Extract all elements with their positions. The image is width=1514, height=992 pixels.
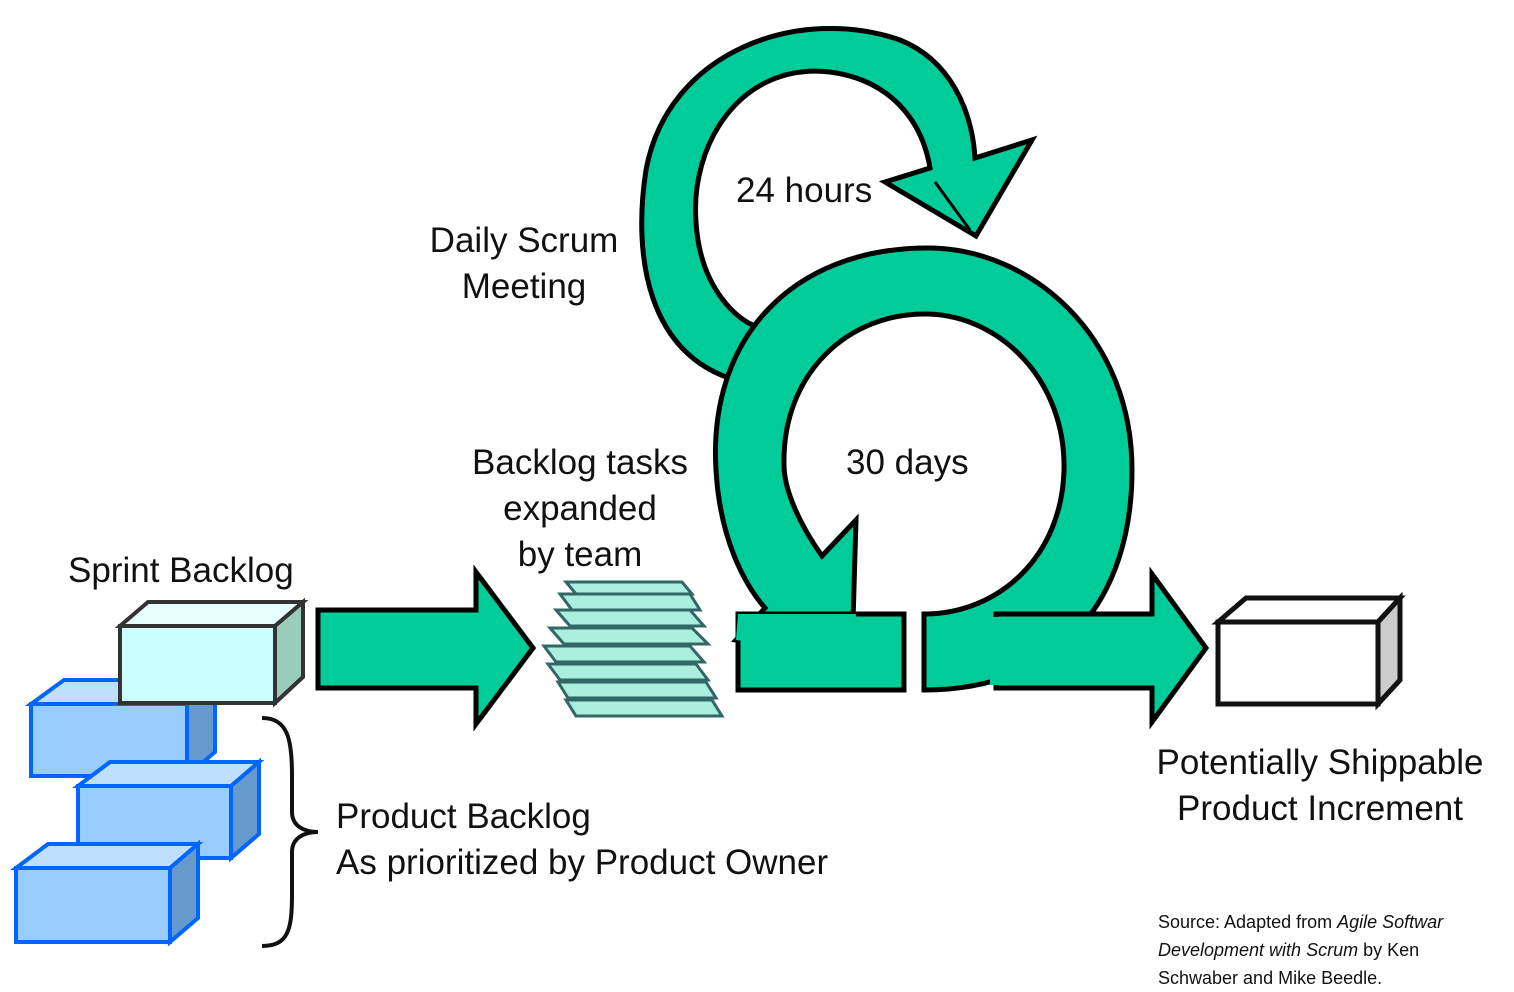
source-title-part2: Development with Scrum	[1158, 940, 1359, 960]
source-note-line1: Source: Adapted from Agile Softwar	[1158, 908, 1443, 936]
product-backlog-brace	[261, 716, 319, 948]
increment-label-line1: Potentially Shippable	[1156, 743, 1484, 782]
source-note-line3: Schwaber and Mike Beedle.	[1158, 968, 1383, 988]
loop-shadow	[933, 181, 972, 231]
increment-label: Potentially Shippable Product Increment	[1128, 740, 1512, 832]
sprint-cycle-arrow	[712, 245, 1135, 693]
product-increment-box	[1211, 591, 1406, 711]
source-title-part1: Agile Softwar	[1337, 912, 1444, 932]
hours-label: 24 hours	[736, 171, 873, 210]
product-backlog-box-2	[72, 757, 265, 863]
backlog-tasks-stack	[541, 580, 725, 718]
source-by: by Ken	[1358, 940, 1420, 960]
product-backlog-box-3	[10, 839, 204, 947]
product-backlog-label-line2: As prioritized by Product Owner	[336, 843, 829, 882]
backlog-tasks-label-line3: by team	[517, 535, 643, 574]
increment-arrow	[993, 566, 1210, 730]
increment-label-line2: Product Increment	[1177, 789, 1463, 828]
daily-scrum-label: Daily Scrum Meeting	[414, 218, 634, 310]
source-note: Source: Adapted from Agile Softwar Devel…	[1158, 908, 1443, 992]
source-prefix: Source: Adapted from	[1158, 912, 1338, 932]
backlog-tasks-label: Backlog tasks expanded by team	[452, 440, 708, 578]
product-backlog-stack	[10, 675, 265, 947]
product-backlog-label: Product Backlog As prioritized by Produc…	[336, 794, 828, 886]
source-note-line2: Development with Scrum by Ken	[1158, 936, 1443, 964]
daily-scrum-label-line1: Daily Scrum	[429, 221, 619, 260]
backlog-tasks-label-line2: expanded	[503, 489, 657, 528]
daily-scrum-arrow	[639, 26, 1038, 384]
days-label: 30 days	[846, 443, 969, 482]
sprint-loop-tail-overlay	[736, 614, 856, 655]
sprint-backlog-label: Sprint Backlog	[68, 551, 294, 590]
increment-arrow-cover	[990, 617, 1004, 685]
backlog-tasks-label-line1: Backlog tasks	[472, 443, 688, 482]
sprint-to-tasks-arrow	[315, 564, 537, 732]
daily-scrum-label-line2: Meeting	[461, 267, 587, 306]
sprint-backlog-box	[114, 597, 309, 708]
product-backlog-label-line1: Product Backlog	[336, 797, 591, 836]
